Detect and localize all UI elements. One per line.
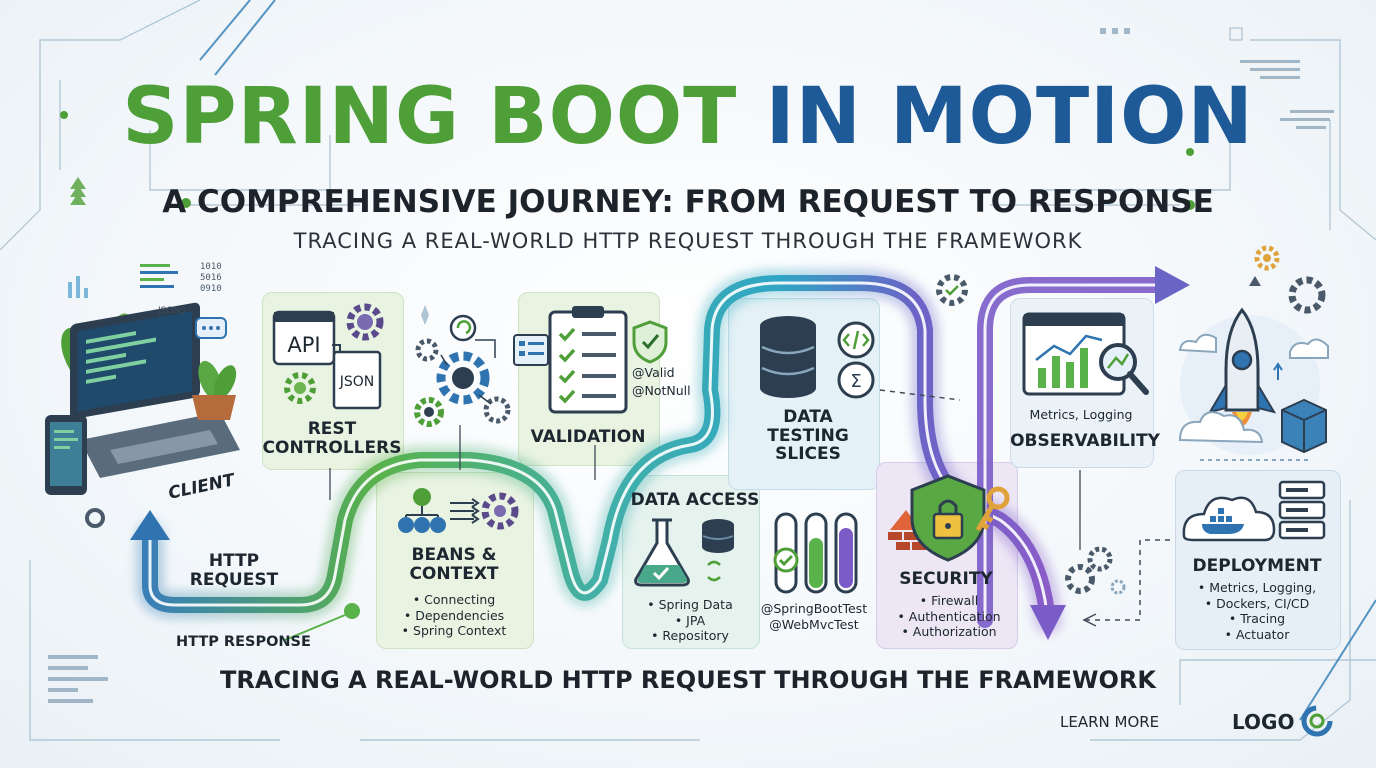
title-part-2: IN MOTION [765, 72, 1254, 162]
deployment-card [1175, 470, 1341, 650]
logo-icon [1301, 705, 1333, 737]
deployment-item: • Metrics, Logging, [1197, 580, 1317, 595]
http-response-label: HTTP RESPONSE [176, 634, 311, 650]
beans-context-items: • Connecting • Dependencies • Spring Con… [376, 592, 532, 639]
flow-centerline [148, 281, 1050, 622]
title-part-1: SPRING BOOT [122, 72, 738, 162]
beans-context-label: BEANS & CONTEXT [409, 545, 499, 584]
json-text: JSON [339, 374, 375, 390]
deployment-label: DEPLOYMENT [1192, 556, 1322, 576]
validation-clipboard-icon [513, 306, 668, 414]
beans-tree-icon [398, 488, 519, 533]
rest-controllers-label: REST CONTROLLERS [262, 419, 402, 458]
up-arrowhead [130, 510, 170, 540]
test-tubes-icon [773, 512, 858, 594]
api-text: API [287, 333, 320, 357]
deployment-gears-icon [1249, 245, 1326, 314]
validation-label: VALIDATION [530, 427, 646, 447]
data-access-item: • JPA [674, 612, 706, 628]
deployment-item: • Actuator [1224, 626, 1290, 642]
deployment-rocket-icon [1178, 307, 1329, 461]
security-item: • Firewall [919, 593, 979, 608]
data-access-item: • Spring Data [647, 597, 733, 612]
top-arrowhead [1155, 266, 1190, 304]
logo-text: LOGO [1232, 710, 1295, 734]
data-testing-label: DATA TESTING SLICES [767, 407, 849, 465]
beans-item: • Dependencies [403, 607, 505, 623]
data-testing-annotations: @SpringBootTest @WebMvcTest [752, 601, 876, 632]
beans-item: • Spring Context [401, 623, 507, 639]
subtitle: A COMPREHENSIVE JOURNEY: FROM REQUEST TO… [162, 184, 1214, 220]
data-testing-database-icon: Σ [760, 316, 875, 399]
main-title: SPRING BOOT IN MOTION [0, 78, 1376, 156]
client-jsons-label: JSONS [158, 306, 186, 316]
deployment-item: • Tracing [1228, 611, 1286, 627]
return-centerline [983, 283, 1160, 620]
svg-text:Σ: Σ [850, 371, 861, 392]
api-json-icon: API JSON [272, 303, 384, 410]
bottom-tagline: TRACING A REAL-WORLD HTTP REQUEST THROUG… [220, 666, 1156, 694]
security-shield-icon [888, 474, 1010, 562]
deployment-cloud-servers-icon [1182, 480, 1326, 542]
security-item: • Authorization [901, 624, 997, 640]
client-code-2: 5016 [200, 273, 222, 283]
data-access-item: • Repository [651, 628, 729, 644]
observability-gears-icon [1065, 546, 1126, 595]
response-dot [344, 603, 360, 619]
valid-annotation: @Valid [632, 365, 675, 380]
observability-sub: Metrics, Logging [1029, 407, 1133, 422]
http-request-label: HTTP REQUEST [189, 551, 279, 590]
webmvctest-annotation: @WebMvcTest [769, 616, 859, 632]
observability-label: OBSERVABILITY [1010, 431, 1160, 451]
client-code-3: 0910 [200, 284, 222, 294]
security-gear-icon [936, 274, 968, 306]
client-code-1: 1010 [200, 262, 222, 272]
security-label: SECURITY [899, 569, 993, 589]
learn-more-link[interactable]: LEARN MORE [1060, 713, 1160, 731]
security-item: • Authentication [897, 608, 1001, 624]
deployment-items: • Metrics, Logging, • Dockers, CI/CD • T… [1175, 580, 1339, 643]
observability-chart-icon [1022, 312, 1149, 396]
tagline: TRACING A REAL-WORLD HTTP REQUEST THROUG… [293, 229, 1083, 253]
beans-item: • Connecting [412, 592, 496, 607]
security-items: • Firewall • Authentication • Authorizat… [876, 593, 1022, 640]
notnull-annotation: @NotNull [632, 383, 691, 398]
client-laptop-icon [45, 302, 240, 528]
deployment-item: • Dockers, CI/CD [1204, 595, 1310, 611]
data-access-flask-icon [634, 518, 734, 587]
data-access-items: • Spring Data • JPA • Repository [622, 597, 758, 644]
data-access-label: DATA ACCESS [630, 490, 760, 510]
beans-gears-icon [414, 305, 511, 427]
down-arrowhead [1030, 605, 1066, 640]
springboottest-annotation: @SpringBootTest [760, 601, 868, 616]
